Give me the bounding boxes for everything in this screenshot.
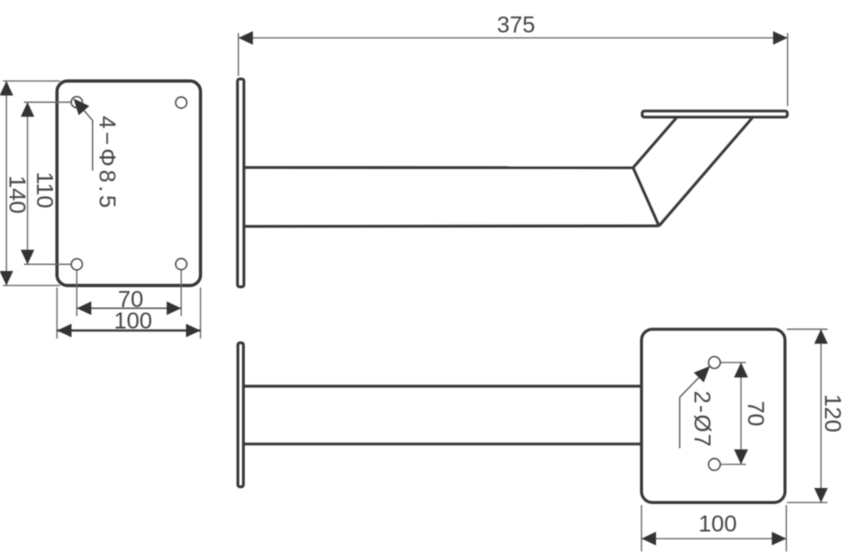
svg-text:120: 120 [820,394,846,432]
svg-text:100: 100 [699,511,737,537]
svg-text:4−Φ8.5: 4−Φ8.5 [95,116,121,211]
svg-text:375: 375 [497,12,535,38]
svg-text:110: 110 [32,172,58,209]
svg-text:70: 70 [118,286,144,312]
svg-text:70: 70 [743,401,769,427]
svg-text:100: 100 [114,308,152,334]
svg-text:2-Ø7: 2-Ø7 [689,391,715,449]
svg-text:140: 140 [5,175,31,213]
